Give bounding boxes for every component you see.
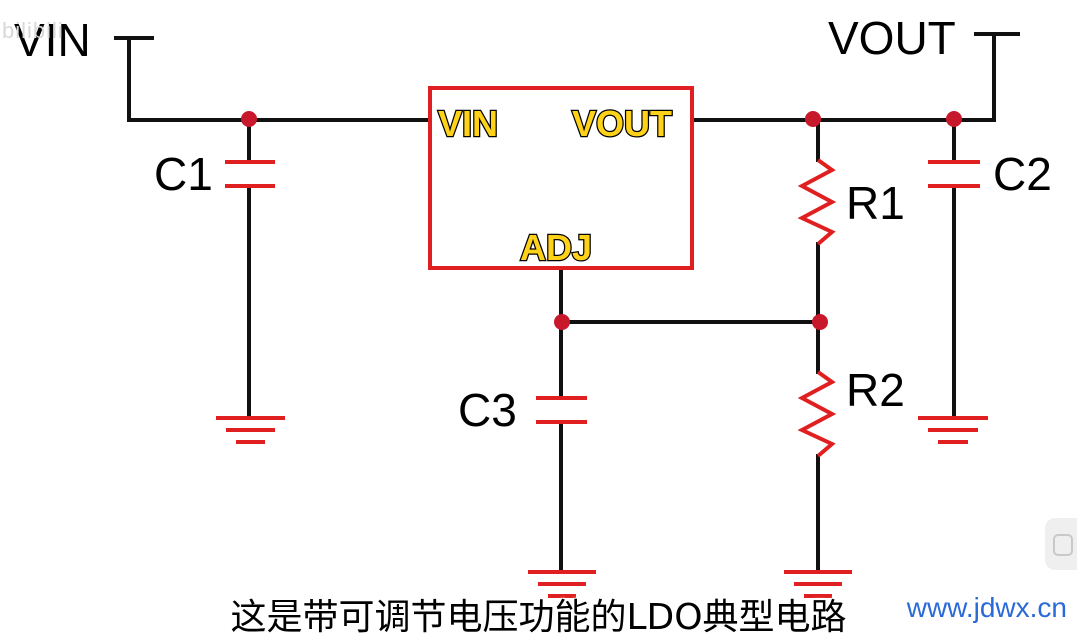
capacitor-c2	[928, 160, 980, 188]
resistor-r2	[797, 370, 837, 458]
vin-input-wire	[127, 36, 432, 122]
vin-label: VIN	[14, 14, 91, 66]
r1-label: R1	[846, 177, 905, 229]
vout-output-wire	[690, 32, 996, 122]
ground-c3	[528, 570, 596, 598]
ldo-ic-box	[428, 86, 694, 270]
bilibili-watermark: bilibili	[2, 18, 64, 43]
node-r1-r2	[812, 314, 828, 330]
ic-pin-vout: VOUT	[572, 103, 672, 144]
ground-c1	[216, 416, 285, 444]
ground-r2	[784, 570, 852, 598]
resistor-r1	[797, 158, 837, 246]
node-r1	[805, 111, 821, 127]
c3-label: C3	[458, 384, 517, 436]
c2-label: C2	[993, 148, 1052, 200]
capacitor-c3	[536, 396, 587, 424]
side-panel-toggle-icon[interactable]	[1045, 518, 1077, 570]
ic-pin-vin: VIN	[438, 103, 498, 144]
video-caption: 这是带可调节电压功能的LDO典型电路	[230, 597, 847, 638]
c1-label: C1	[154, 148, 213, 200]
vout-label: VOUT	[828, 12, 956, 64]
ground-c2	[918, 416, 988, 444]
ic-pin-adj: ADJ	[520, 227, 592, 268]
node-adj	[554, 314, 570, 330]
capacitor-c1	[225, 160, 275, 188]
junction-nodes	[241, 111, 962, 330]
site-watermark: www.jdwx.cn	[906, 592, 1067, 623]
node-c1	[241, 111, 257, 127]
wires	[114, 32, 1020, 574]
node-c2	[946, 111, 962, 127]
r2-label: R2	[846, 364, 905, 416]
